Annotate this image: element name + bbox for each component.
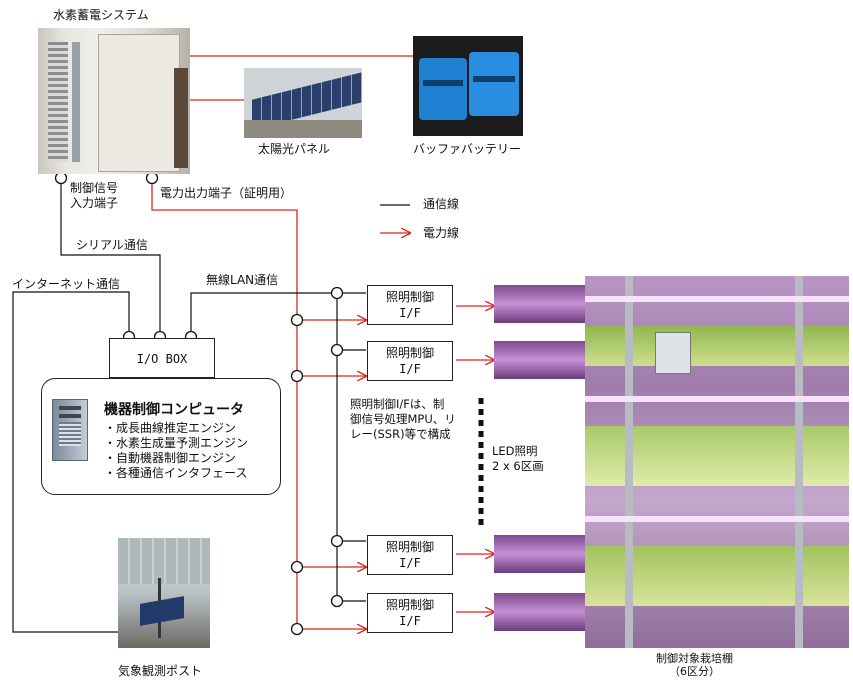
internet-line (12, 291, 130, 633)
weather-label: 気象観測ポスト (118, 664, 203, 678)
cultivation-shelf-photo (585, 276, 849, 648)
hydrogen-system-photo (38, 28, 190, 174)
battery-photo (413, 36, 523, 136)
serial-label: シリアル通信 (76, 238, 148, 252)
wlan-line (190, 292, 338, 601)
legend-comm-label: 通信線 (423, 197, 460, 211)
control-terminal (54, 171, 68, 185)
serial-line (60, 178, 161, 332)
server-icon (52, 399, 88, 461)
power-terminal (145, 171, 159, 185)
power-terminal-label: 電力出力端子（証明用） (160, 186, 293, 200)
computer-item: ・各種通信インタフェース (104, 466, 248, 480)
system-label: 水素蓄電システム (53, 8, 149, 22)
computer-title: 機器制御コンピュータ (104, 402, 244, 418)
internet-label: インターネット通信 (12, 277, 121, 291)
control-terminal-label: 制御信号入力端子 (70, 181, 119, 210)
legend-power-label: 電力線 (423, 226, 460, 240)
computer-item: ・成長曲線推定エンジン (104, 421, 237, 435)
io-box-label: I/O BOX (136, 352, 188, 366)
shelf-label: 制御対象栽培棚（6区分） (656, 652, 733, 678)
if-note: 照明制御I/Fは、制御信号処理MPU、リレー(SSR)等で構成 (350, 397, 456, 441)
computer-item: ・自動機器制御エンジン (104, 451, 237, 465)
wlan-label: 無線LAN通信 (206, 273, 279, 287)
battery-label: バッファバッテリー (413, 142, 522, 156)
weather-post-photo (118, 538, 210, 648)
solar-panel-photo (244, 68, 362, 138)
computer-box: 機器制御コンピュータ ・成長曲線推定エンジン ・水素生成量予測エンジン ・自動機… (41, 378, 281, 495)
solar-label: 太陽光パネル (258, 142, 331, 156)
power-trunk (151, 178, 298, 632)
computer-item: ・水素生成量予測エンジン (104, 436, 249, 450)
io-box: I/O BOX (109, 338, 215, 378)
